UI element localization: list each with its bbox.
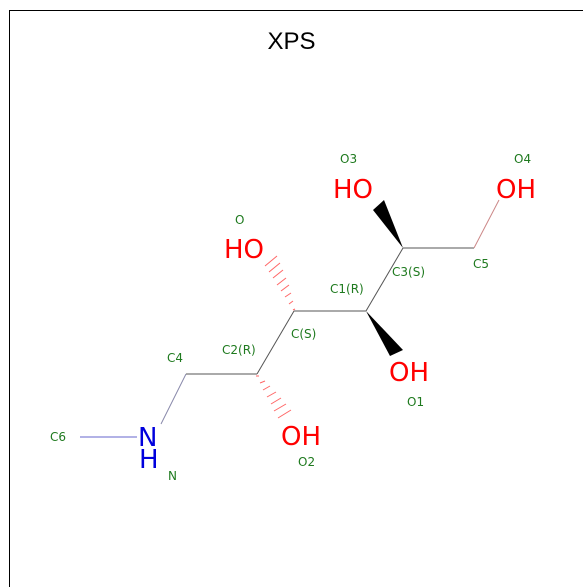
- hydroxyl-o: HO: [224, 235, 264, 265]
- hydroxyl-o3: HO: [333, 175, 373, 205]
- atom-label-o3: O3: [340, 152, 357, 166]
- atom-label-c6: C6: [50, 430, 66, 444]
- atom-label-c5: C5: [473, 257, 489, 271]
- hydroxyl-o1: OH: [389, 358, 429, 388]
- atom-label-o4: O4: [514, 152, 531, 166]
- structure-title: XPS: [267, 28, 316, 55]
- amine-n: N: [138, 423, 157, 453]
- atom-label-c4: C4: [167, 351, 183, 365]
- atom-label-c2: C2(R): [222, 343, 256, 357]
- bond-c5-o4: [473, 199, 500, 249]
- atom-label-cs: C(S): [291, 327, 316, 341]
- atom-label-o1: O1: [407, 395, 424, 409]
- bond-c2-cs: [256, 310, 295, 375]
- hash-c2-o2: [256, 375, 292, 419]
- amine-h: H: [139, 445, 159, 475]
- atom-label-c3: C3(S): [392, 265, 425, 279]
- hash-cs-o: [264, 255, 296, 311]
- wedge-c3-o3: [373, 200, 403, 248]
- atom-label-n: N: [168, 469, 177, 483]
- wedge-c1-o1: [366, 311, 403, 356]
- hydroxyl-o4: OH: [496, 175, 536, 205]
- atom-label-o2: O2: [298, 455, 315, 469]
- hydroxyl-o2: OH: [281, 422, 321, 452]
- bond-c1-c3: [365, 247, 404, 312]
- atom-label-c1: C1(R): [330, 282, 364, 296]
- viewer-frame: [9, 10, 583, 587]
- bond-n-c4: [160, 373, 187, 425]
- atom-label-o: O: [235, 213, 244, 227]
